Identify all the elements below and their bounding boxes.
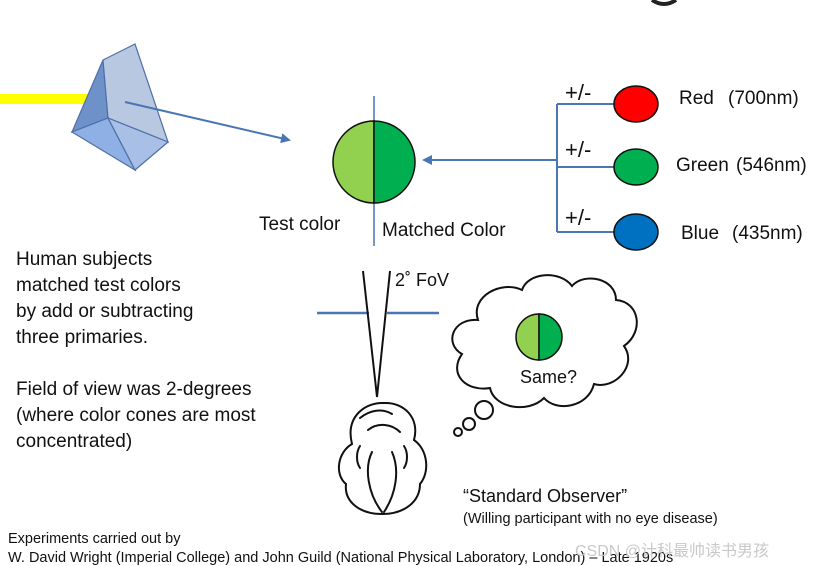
title-glyph-fragment <box>650 0 678 6</box>
red-wavelength-label: (700nm) <box>728 88 799 109</box>
light-beam <box>0 94 96 104</box>
description-paragraph-2: Field of view was 2-degrees (where color… <box>16 379 256 452</box>
blue-name-label: Blue <box>681 223 720 244</box>
blue-wavelength-label: (435nm) <box>732 223 803 244</box>
red-adjust-label: +/- <box>565 80 592 105</box>
matched-color-label: Matched Color <box>382 220 506 241</box>
csdn-watermark: CSDN @计科最帅读书男孩 <box>575 543 770 560</box>
fov-label: 2˚ FoV <box>395 270 450 290</box>
footer-line-1: Experiments carried out by <box>8 531 181 547</box>
observer-head-drawing <box>337 401 428 516</box>
blue-adjust-label: +/- <box>565 205 592 230</box>
green-wavelength-label: (546nm) <box>736 155 807 176</box>
small-split-circle <box>515 313 563 361</box>
green-primary-circle <box>613 148 659 186</box>
test-color-label: Test color <box>259 214 341 235</box>
primaries-bracket <box>556 103 614 233</box>
prism <box>70 43 170 172</box>
same-question-label: Same? <box>520 367 578 387</box>
green-name-label: Green <box>676 155 729 176</box>
blue-primary-circle <box>613 213 659 251</box>
fov-cone <box>317 270 439 398</box>
red-name-label: Red <box>679 88 714 109</box>
standard-observer-title: “Standard Observer” <box>463 486 628 506</box>
prism-arrow <box>124 101 291 144</box>
footer-line-2: W. David Wright (Imperial College) and J… <box>8 550 674 566</box>
red-primary-circle <box>613 85 659 123</box>
standard-observer-note: (Willing participant with no eye disease… <box>463 511 718 527</box>
split-field-circle <box>332 120 416 204</box>
green-adjust-label: +/- <box>565 137 592 162</box>
description-paragraph-1: Human subjects matched test colors by ad… <box>16 249 194 348</box>
